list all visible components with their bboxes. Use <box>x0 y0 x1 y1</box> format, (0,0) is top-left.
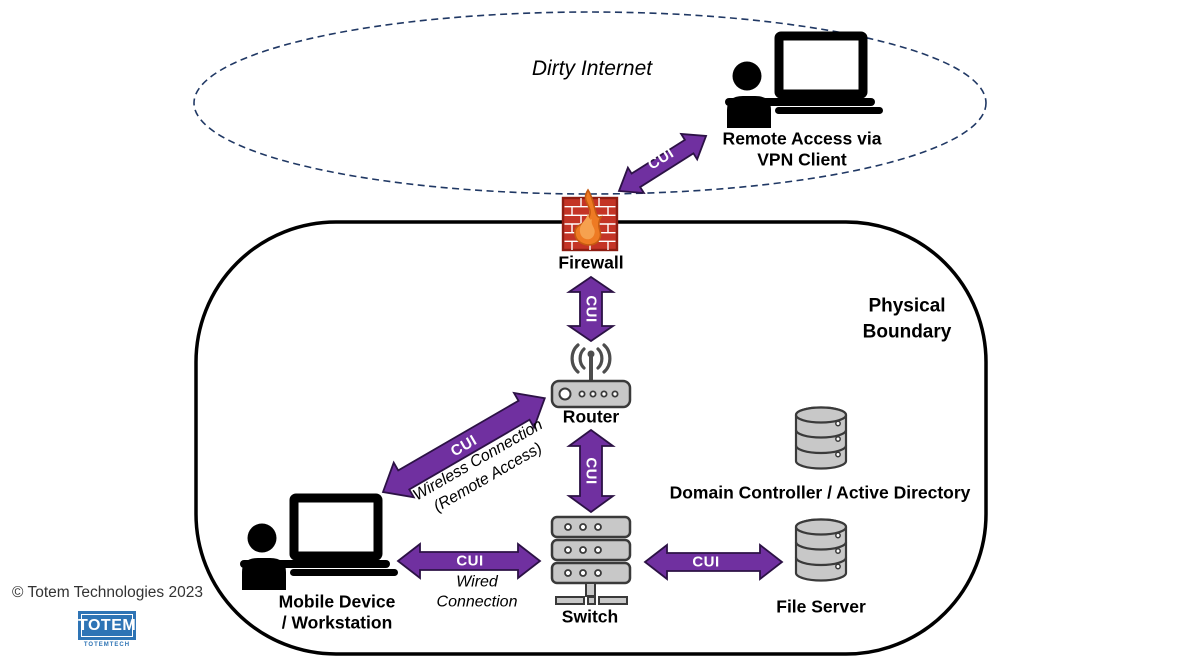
totem-logo: TOTEM TOTEMTECH <box>78 611 136 648</box>
wired-connection-line1: Wired <box>456 573 498 591</box>
physical-boundary-line2: Boundary <box>862 321 952 342</box>
vpn-client-label-line2: VPN Client <box>757 150 847 170</box>
arrow-switch-fileserver <box>643 543 784 581</box>
workstation-label-line1: Mobile Device <box>278 591 396 612</box>
wired-connection-line2: Connection <box>436 593 518 610</box>
vpn-client-label-line1: Remote Access via <box>722 128 882 149</box>
arrow-firewall-router <box>566 275 616 343</box>
firewall-label: Firewall <box>558 252 624 273</box>
router-label: Router <box>562 406 620 427</box>
workstation-label: Mobile Device / Workstation <box>279 592 396 635</box>
switch-icon <box>550 515 632 605</box>
router-icon <box>550 343 632 409</box>
domain-controller-icon <box>794 406 848 470</box>
cui-tag-workstation-switch: CUI <box>456 552 484 570</box>
file-server-icon <box>794 518 848 582</box>
cui-tag-firewall-router: CUI <box>582 295 600 323</box>
arrow-workstation-router-wireless <box>381 391 546 499</box>
vpn-client-user-icon <box>725 36 883 128</box>
domain-controller-label: Domain Controller / Active Directory <box>669 482 971 503</box>
physical-boundary-line1: Physical <box>868 295 946 317</box>
switch-label: Switch <box>561 606 619 627</box>
arrow-workstation-switch <box>396 542 542 580</box>
workstation-label-line2: / Workstation <box>281 613 393 633</box>
workstation-user-icon <box>240 498 398 590</box>
firewall-icon <box>561 188 619 252</box>
totem-logo-mark: TOTEM <box>78 611 136 640</box>
arrow-router-switch <box>566 428 616 514</box>
vpn-client-label: Remote Access via VPN Client <box>723 129 882 172</box>
physical-boundary-label: Physical Boundary <box>863 293 952 344</box>
copyright-text: © Totem Technologies 2023 <box>12 584 203 601</box>
wired-connection-label: Wired Connection <box>437 572 518 611</box>
cui-tag-router-switch: CUI <box>582 457 600 485</box>
cui-arrows <box>381 132 784 581</box>
file-server-label: File Server <box>776 596 866 617</box>
arrow-vpn-firewall <box>617 132 708 195</box>
totem-logo-subtext: TOTEMTECH <box>83 642 131 648</box>
internet-zone-label: Dirty Internet <box>531 57 653 81</box>
cui-tag-switch-fileserver: CUI <box>692 553 720 571</box>
